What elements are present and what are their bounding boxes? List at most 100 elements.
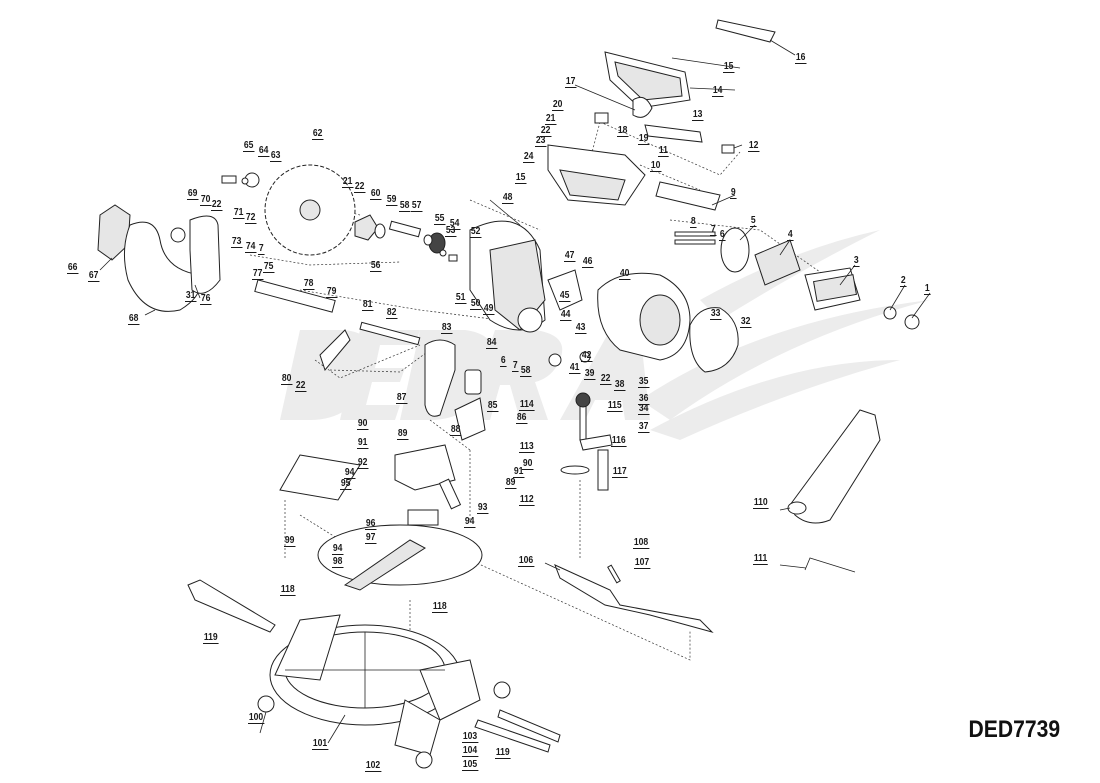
callout-label: 107	[634, 556, 651, 569]
callout-label: 55	[434, 212, 446, 225]
callout-label: 96	[365, 517, 377, 530]
callout-label: 7	[258, 242, 265, 255]
callout-label: 44	[560, 308, 572, 321]
callout-label: 40	[619, 267, 631, 280]
callout-label: 60	[370, 187, 382, 200]
fence	[554, 564, 714, 633]
callout-label: 93	[477, 501, 489, 514]
callout-label: 80	[281, 372, 293, 385]
callout-label: 56	[370, 259, 382, 272]
callout-label: 6	[719, 228, 726, 241]
callout-label: 45	[559, 289, 571, 302]
extension-bars	[187, 579, 561, 753]
callout-label: 92	[357, 456, 369, 469]
callout-label: 94	[332, 542, 344, 555]
callout-label: 51	[455, 291, 467, 304]
callout-label: 91	[513, 465, 525, 478]
callout-label: 9	[730, 186, 737, 199]
callout-label: 67	[88, 269, 100, 282]
callout-label: 11	[658, 144, 669, 157]
callout-label: 70	[200, 193, 212, 206]
callout-label: 103	[462, 730, 479, 743]
callout-label: 19	[638, 132, 650, 145]
motor-housing	[597, 272, 739, 373]
callout-label: 49	[483, 302, 495, 315]
bevel-lock-assembly	[560, 392, 613, 491]
callout-label: 71	[233, 206, 245, 219]
callout-label: 35	[638, 375, 650, 388]
callout-label: 21	[342, 175, 354, 188]
callout-label: 105	[462, 758, 479, 771]
callout-label: 24	[523, 150, 535, 163]
callout-label: 79	[326, 285, 338, 298]
callout-label: 22	[600, 372, 612, 385]
callout-label: 68	[128, 312, 140, 325]
callout-label: 16	[795, 51, 807, 64]
motor-assembly	[674, 227, 920, 330]
gearbox-housing	[469, 220, 583, 333]
callout-label: 77	[252, 267, 264, 280]
callout-label: 90	[522, 457, 534, 470]
callout-label: 119	[495, 746, 511, 759]
switch-housing	[547, 144, 721, 211]
callout-label: 89	[505, 476, 517, 489]
callout-label: 22	[354, 180, 366, 193]
callout-label: 10	[650, 159, 662, 172]
callout-label: 82	[386, 306, 398, 319]
callout-label: 118	[432, 600, 448, 613]
callout-label: 57	[411, 199, 423, 212]
callout-label: 95	[340, 477, 352, 490]
callout-label: 119	[203, 631, 219, 644]
callout-label: 50	[470, 297, 482, 310]
callout-label: 118	[280, 583, 296, 596]
callout-label: 8	[690, 215, 697, 228]
dedra-watermark	[280, 230, 930, 440]
callout-label: 3	[853, 254, 860, 267]
callout-label: 98	[332, 555, 344, 568]
saw-blade	[221, 164, 356, 256]
blade-guard-assembly	[97, 204, 221, 312]
callout-label: 7	[512, 359, 519, 372]
callout-label: 4	[787, 228, 794, 241]
callout-label: 72	[245, 211, 257, 224]
callout-label: 63	[270, 149, 282, 162]
callout-label: 74	[245, 240, 257, 253]
callout-label: 32	[740, 315, 752, 328]
callout-label: 7	[710, 223, 717, 236]
callout-label: 83	[441, 321, 453, 334]
base	[257, 614, 511, 769]
callout-label: 58	[399, 199, 411, 212]
callout-label: 36	[638, 392, 650, 405]
callout-label: 5	[750, 214, 757, 227]
callout-label: 113	[519, 440, 535, 453]
callout-label: 17	[565, 75, 577, 88]
callout-label: 114	[519, 398, 535, 411]
callout-label: 64	[258, 144, 270, 157]
callout-label: 90	[357, 417, 369, 430]
callout-label: 101	[312, 737, 329, 750]
callout-label: 1	[924, 282, 931, 295]
hex-wrench	[804, 557, 856, 573]
callout-label: 89	[397, 427, 409, 440]
callout-label: 37	[638, 420, 650, 433]
callout-label: 112	[519, 493, 535, 506]
callout-label: 18	[617, 124, 629, 137]
callout-label: 14	[712, 84, 724, 97]
callout-label: 22	[540, 124, 552, 137]
callout-label: 88	[450, 423, 462, 436]
handle-assembly	[594, 19, 776, 154]
callout-label: 23	[535, 134, 547, 147]
callout-label: 75	[263, 260, 275, 273]
callout-label: 47	[564, 249, 576, 262]
callout-label: 102	[365, 759, 382, 772]
callout-label: 20	[552, 98, 564, 111]
callout-label: 58	[520, 364, 532, 377]
callout-label: 110	[753, 496, 769, 509]
callout-label: 78	[303, 277, 315, 290]
callout-label: 66	[67, 261, 79, 274]
dust-bag	[787, 409, 881, 524]
callout-label: 76	[200, 292, 212, 305]
callout-label: 22	[211, 198, 223, 211]
